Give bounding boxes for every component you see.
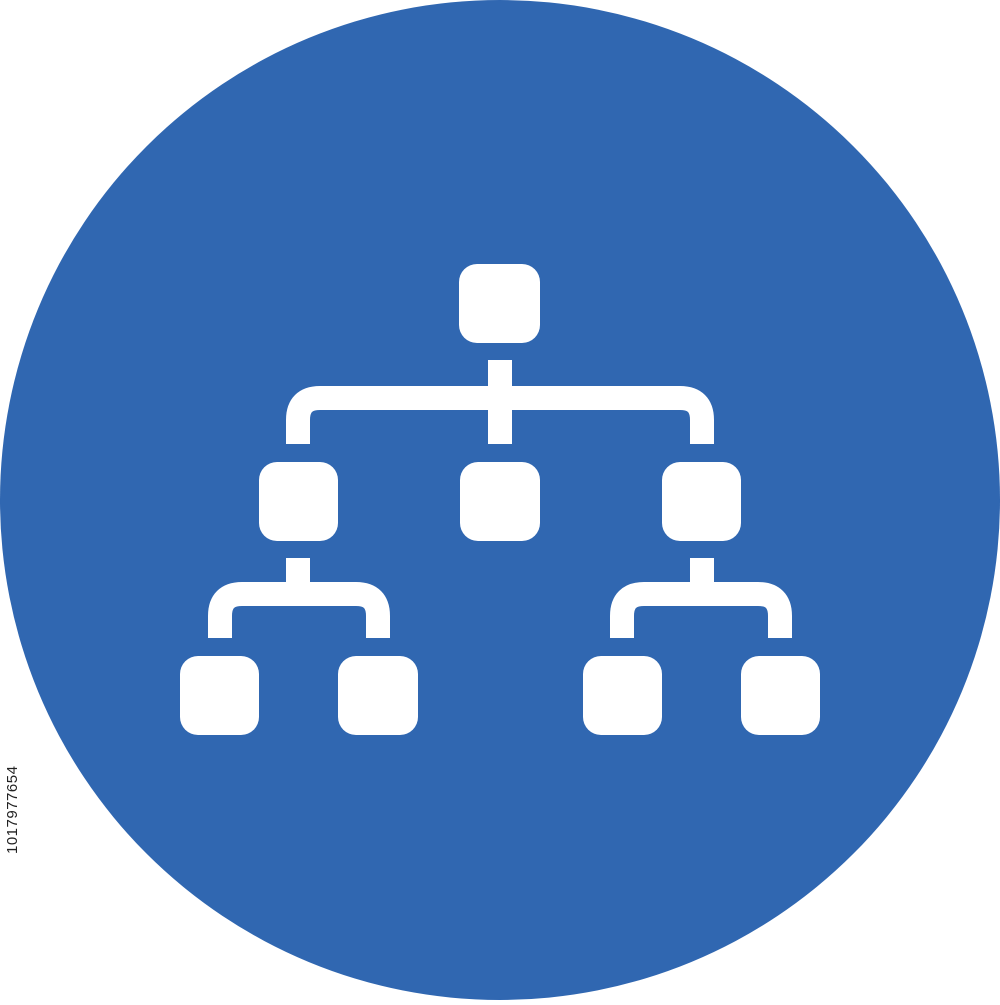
connectors <box>208 360 792 638</box>
node-level1-right <box>662 462 741 541</box>
nodes <box>180 264 820 735</box>
node-level2-4 <box>741 656 820 735</box>
node-level1-center <box>460 462 540 541</box>
node-level2-3 <box>583 656 662 735</box>
connector-level1-bar <box>286 386 714 444</box>
connector-left-bar <box>208 582 390 638</box>
node-level2-1 <box>180 656 259 735</box>
stock-id-label: 1017977654 <box>4 765 21 855</box>
connector-right-bar <box>610 582 792 638</box>
node-level1-left <box>259 462 338 541</box>
node-root <box>459 264 540 343</box>
node-level2-2 <box>338 656 418 735</box>
